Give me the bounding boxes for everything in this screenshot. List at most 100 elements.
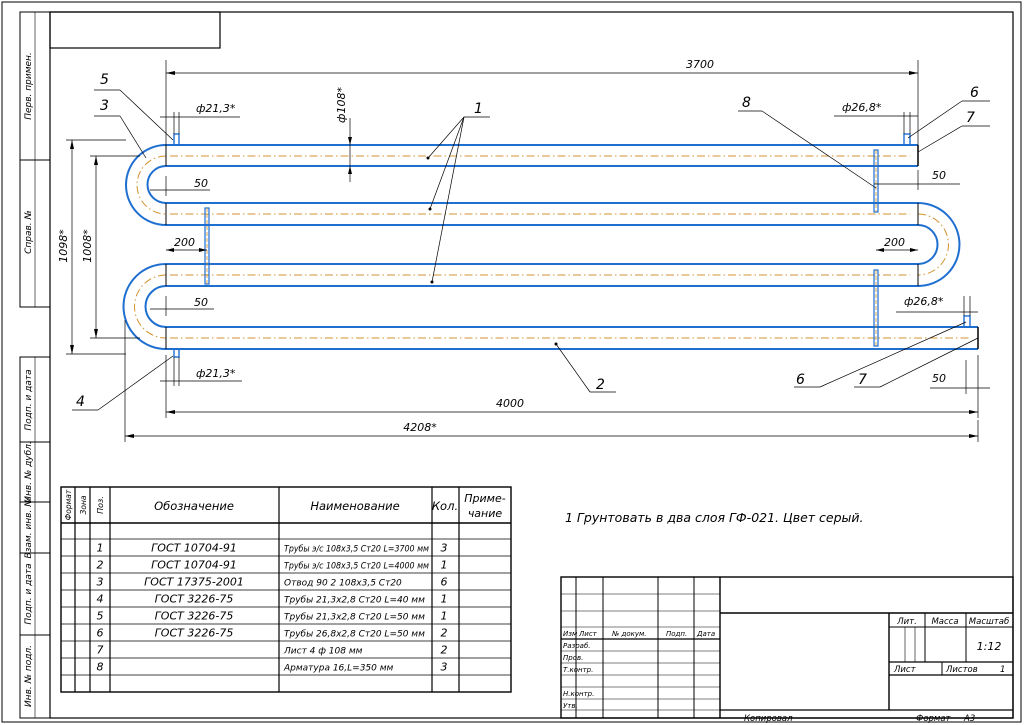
spec-table xyxy=(60,486,512,693)
tb-prov: Пров. xyxy=(563,654,583,662)
stamp-inv-dubl: Инв. № дубл. xyxy=(24,441,34,503)
pipe-row-2 xyxy=(166,202,918,226)
spec-cell-name: Трубы 21,3х2,8 Ст20 L=40 мм xyxy=(284,596,425,606)
callouts: 1 2 3 4 5 6 7 8 6 7 xyxy=(72,72,990,411)
dim-pipe-108: ф108* xyxy=(335,87,348,123)
tb-tkontr: Т.контр. xyxy=(563,666,593,674)
callout-6-bottom: 6 xyxy=(796,372,805,388)
spec-cell-pos: 4 xyxy=(97,593,104,606)
dim-1008: 1008* xyxy=(81,229,94,263)
nozzle-left-top xyxy=(173,133,180,146)
spec-cell-designation: ГОСТ 17375-2001 xyxy=(144,576,244,589)
left-stamp-column: Перв. примен. Справ. № Подп. и дата Инв.… xyxy=(19,11,51,719)
tb-sign: Подп. xyxy=(666,630,687,638)
spec-cell-qty: 1 xyxy=(441,559,448,572)
dim-3700: 3700 xyxy=(686,58,714,71)
pipe-row-1 xyxy=(166,144,919,167)
tb-scale: 1:12 xyxy=(977,640,1002,653)
spec-cell-qty: 3 xyxy=(441,542,448,555)
dim-50-lt: 50 xyxy=(194,177,208,190)
dim-nozzle-lt: ф21,3* xyxy=(196,102,236,115)
coil-assembly xyxy=(122,133,979,358)
spec-header-qty: Кол. xyxy=(432,499,458,513)
tb-format-value: А3 xyxy=(963,714,975,724)
rebar-right-bottom xyxy=(873,269,879,347)
tb-sheet: Лист xyxy=(893,665,917,675)
spec-cell-pos: 3 xyxy=(97,576,104,589)
spec-header-note: Приме-чание xyxy=(464,492,505,520)
stamp-sprav-no: Справ. № xyxy=(24,210,34,254)
tb-sheets: Листов xyxy=(945,665,978,675)
spec-cell-pos: 2 xyxy=(97,559,104,572)
rebar-left xyxy=(204,207,210,285)
pipe-row-3 xyxy=(166,263,918,287)
bend-left-top xyxy=(125,144,167,226)
dim-200-right: 200 xyxy=(884,236,905,249)
stamp-inv-podl: Инв. № подл. xyxy=(24,645,34,707)
callout-7-bottom: 7 xyxy=(858,372,867,388)
spec-header-zone: Зона xyxy=(79,495,88,514)
spec-cell-name: Лист 4 ф 108 мм xyxy=(283,647,363,657)
nozzle-left-bottom xyxy=(173,348,180,358)
dim-1098: 1098* xyxy=(57,229,70,263)
pipe-row-4 xyxy=(166,326,979,350)
callout-2: 2 xyxy=(596,377,605,393)
spec-cell-qty: 6 xyxy=(441,576,448,589)
spec-cell-qty: 3 xyxy=(441,661,448,674)
tb-format: Формат xyxy=(916,714,952,724)
spec-cell-name: Трубы э/с 108х3,5 Ст20 L=3700 мм xyxy=(284,545,429,555)
dim-nozzle-rt: ф26,8* xyxy=(842,101,882,114)
spec-header-pos: Поз. xyxy=(96,496,105,514)
top-left-stamp xyxy=(49,11,221,49)
stamp-perv-primen: Перв. примен. xyxy=(24,52,34,120)
tb-sheets-value: 1 xyxy=(1000,665,1005,675)
spec-cell-designation: ГОСТ 10704-91 xyxy=(151,559,237,572)
technical-note: 1 Грунтовать в два слоя ГФ-021. Цвет сер… xyxy=(565,510,863,525)
spec-cell-name: Трубы 26,8х2,8 Ст20 L=50 мм xyxy=(284,630,425,640)
nozzle-right-top xyxy=(903,133,911,146)
tb-date: Дата xyxy=(696,630,715,638)
stamp-vzam-inv: Взам. инв. № xyxy=(24,497,34,558)
spec-cell-name: Арматура 16,L=350 мм xyxy=(283,664,394,674)
spec-cell-designation: ГОСТ 3226-75 xyxy=(155,627,234,640)
spec-cell-qty: 1 xyxy=(441,610,448,623)
dim-50-rb: 50 xyxy=(932,372,946,385)
dimension-lines: 3700 4000 4208* 1098* 1008* ф108* ф xyxy=(57,58,990,442)
nozzle-right-bottom xyxy=(963,315,971,328)
bend-right xyxy=(917,202,961,287)
spec-header-designation: Обозначение xyxy=(154,499,234,513)
dim-50-lb: 50 xyxy=(194,296,208,309)
callout-3: 3 xyxy=(100,98,109,114)
spec-cell-pos: 7 xyxy=(97,644,104,657)
spec-cell-designation: ГОСТ 3226-75 xyxy=(155,593,234,606)
callout-8: 8 xyxy=(742,95,751,111)
tb-razrab: Разраб. xyxy=(563,642,591,650)
dim-200-left: 200 xyxy=(174,236,195,249)
bend-left-bottom xyxy=(122,263,167,350)
spec-cell-name: Трубы э/с 108х3,5 Ст20 L=4000 мм xyxy=(284,562,429,572)
tb-list: Лист xyxy=(578,630,598,638)
spec-cell-designation: ГОСТ 10704-91 xyxy=(151,542,237,555)
tb-massa: Масса xyxy=(931,617,958,627)
title-block-labels: Изм Лист № докум. Подп. Дата Разраб. Про… xyxy=(563,617,1009,724)
spec-cell-pos: 8 xyxy=(97,661,104,674)
dim-nozzle-rb: ф26,8* xyxy=(904,295,944,308)
callout-7-top: 7 xyxy=(966,110,975,126)
spec-cell-pos: 5 xyxy=(97,610,104,623)
spec-cell-pos: 1 xyxy=(97,542,104,555)
callout-6-top: 6 xyxy=(970,85,979,101)
spec-cell-qty: 2 xyxy=(441,644,448,657)
spec-cell-qty: 2 xyxy=(441,627,448,640)
tb-copied: Копировал xyxy=(744,714,793,724)
callout-1: 1 xyxy=(474,101,483,117)
spec-header-format: Формат xyxy=(64,489,73,520)
tb-masshtab: Масштаб xyxy=(969,617,1009,627)
tb-izm: Изм xyxy=(563,630,578,638)
spec-cell-name: Трубы 21,3х2,8 Ст20 L=50 мм xyxy=(284,613,425,623)
dim-4000: 4000 xyxy=(496,397,524,410)
callout-4: 4 xyxy=(76,394,85,410)
spec-cell-designation: ГОСТ 3226-75 xyxy=(155,610,234,623)
spec-cell-qty: 1 xyxy=(441,593,448,606)
